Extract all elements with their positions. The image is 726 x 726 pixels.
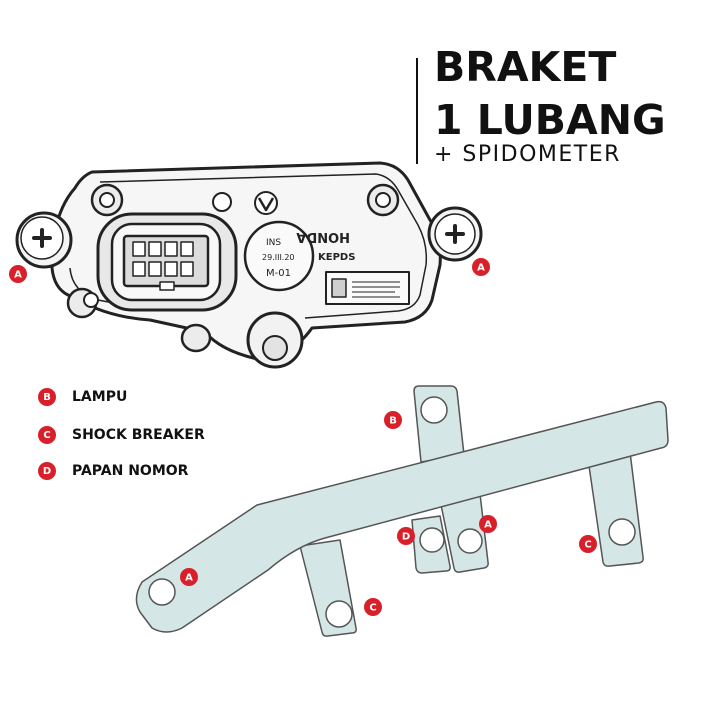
badge-cluster-right-a: A xyxy=(472,258,490,276)
hole-b xyxy=(420,396,448,424)
svg-text:B: B xyxy=(389,416,397,427)
hole-c-bottom xyxy=(325,600,353,628)
badge-bracket-c-right: C xyxy=(579,535,597,553)
legend-item-papan-nomor: D PAPAN NOMOR xyxy=(38,461,188,481)
hole-d xyxy=(419,527,445,553)
legend-label-lampu: LAMPU xyxy=(72,389,128,405)
speedometer-cluster xyxy=(15,161,483,369)
bracket-main-arm xyxy=(135,400,669,633)
cluster-date-text: 29.III.20 xyxy=(262,253,295,262)
hole-a-left xyxy=(148,578,176,606)
bracket xyxy=(135,385,669,637)
badge-cluster-left-a: A xyxy=(9,265,27,283)
title-divider xyxy=(416,58,418,164)
svg-text:C: C xyxy=(584,540,591,551)
bracket-tab-c-right xyxy=(587,451,644,567)
legend-label-shock-breaker: SHOCK BREAKER xyxy=(72,427,205,443)
cluster-ins-text: INS xyxy=(266,238,281,248)
legend-item-shock-breaker: C SHOCK BREAKER xyxy=(38,425,205,445)
legend-label-papan-nomor: PAPAN NOMOR xyxy=(72,463,189,479)
badge-bracket-a-left: A xyxy=(180,568,198,586)
badge-bracket-b: B xyxy=(384,411,402,429)
legend-badge-d: D xyxy=(38,462,56,480)
title-line-3: + SPIDOMETER xyxy=(434,142,621,167)
svg-text:A: A xyxy=(477,263,485,274)
badge-bracket-a-center: A xyxy=(479,515,497,533)
badge-bracket-d: D xyxy=(397,527,415,545)
svg-text:A: A xyxy=(14,270,22,281)
title-line-1: BRAKET xyxy=(434,43,617,91)
hole-a-center xyxy=(457,528,483,554)
cluster-brand-text: HONDA xyxy=(296,229,350,244)
cluster-model-text: M-01 xyxy=(266,268,291,279)
title-line-2: 1 LUBANG xyxy=(434,96,666,144)
legend-badge-b: B xyxy=(38,388,56,406)
hole-c-right xyxy=(608,518,636,546)
legend-badge-c: C xyxy=(38,426,56,444)
svg-text:D: D xyxy=(402,532,410,543)
svg-text:A: A xyxy=(484,520,492,531)
badge-bracket-c-bottom: C xyxy=(364,598,382,616)
legend-item-lampu: B LAMPU xyxy=(38,387,127,407)
date-stamp xyxy=(243,220,315,292)
cluster-code-text: KEPDS xyxy=(318,252,355,263)
svg-text:C: C xyxy=(369,603,376,614)
svg-text:A: A xyxy=(185,573,193,584)
